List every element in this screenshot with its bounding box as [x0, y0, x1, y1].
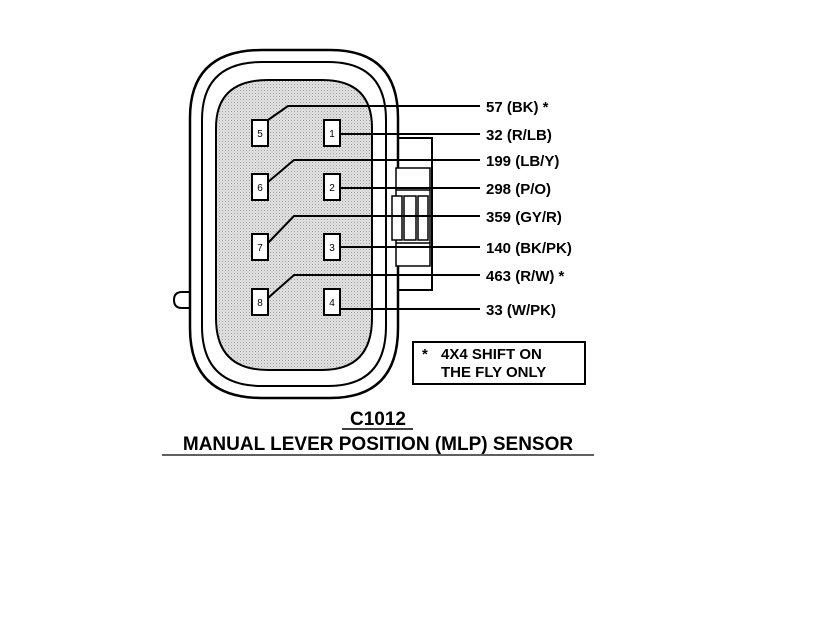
pin-6-number: 6 [257, 183, 263, 194]
connector-body [172, 48, 433, 400]
wire-label-pin-6: 199 (LB/Y) [486, 153, 559, 170]
pin-2: 2 [323, 173, 341, 201]
footnote-box: * 4X4 SHIFT ON THE FLY ONLY [412, 341, 586, 385]
wire-label-pin-1: 32 (R/LB) [486, 127, 552, 144]
leader-lines [267, 105, 480, 310]
footnote-line-2: THE FLY ONLY [441, 364, 546, 381]
pin-1-number: 1 [329, 129, 335, 140]
pin-5-number: 5 [257, 129, 263, 140]
pin-4: 4 [323, 288, 341, 316]
leader-pin-7 [267, 215, 480, 244]
pin-6: 6 [251, 173, 269, 201]
connector-id-title: C1012 [350, 409, 406, 430]
pin-2-number: 2 [329, 183, 335, 194]
footnote-line-1: 4X4 SHIFT ON [441, 346, 542, 363]
leader-pin-5 [267, 105, 480, 121]
pin-8: 8 [251, 288, 269, 316]
pin-7: 7 [251, 233, 269, 261]
connector-face [215, 79, 373, 371]
wire-label-pin-8: 463 (R/W) * [486, 268, 565, 285]
pin-1: 1 [323, 119, 341, 147]
connector-middle-shell [201, 61, 387, 387]
wire-label-pin-4: 33 (W/PK) [486, 302, 556, 319]
pin-8-number: 8 [257, 298, 263, 309]
pin-5: 5 [251, 119, 269, 147]
pin-3: 3 [323, 233, 341, 261]
wire-label-pin-5: 57 (BK) * [486, 99, 549, 116]
wire-label-pin-3: 140 (BK/PK) [486, 240, 572, 257]
pin-7-number: 7 [257, 243, 263, 254]
pin-3-number: 3 [329, 243, 335, 254]
sensor-name-title: MANUAL LEVER POSITION (MLP) SENSOR [183, 434, 574, 455]
footnote-marker: * [422, 346, 428, 363]
wire-label-pin-2: 298 (P/O) [486, 181, 551, 198]
leader-pin-6 [267, 159, 480, 183]
wire-label-pin-7: 359 (GY/R) [486, 209, 562, 226]
pin-4-number: 4 [329, 298, 335, 309]
leader-pin-8 [267, 274, 480, 299]
